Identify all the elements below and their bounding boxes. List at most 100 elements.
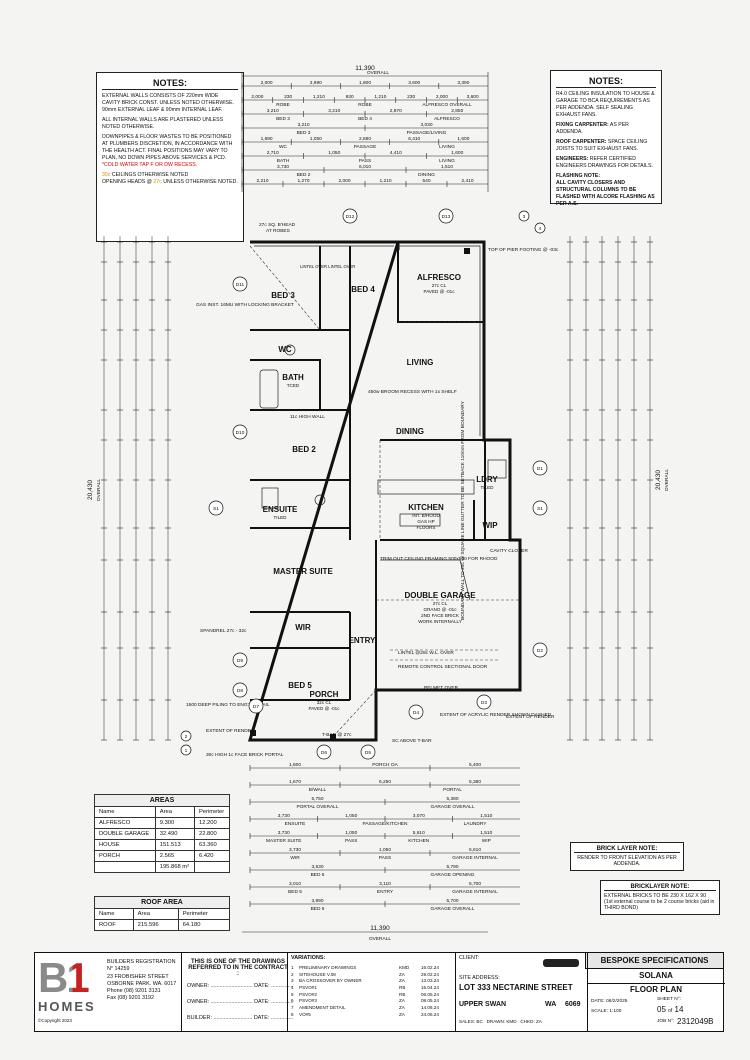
dimension-value: 3,990 — [311, 898, 323, 904]
table-cell: 12.200 — [194, 817, 230, 829]
drawing-date: 06/2/2025 — [606, 999, 628, 1004]
room-porch: PORCH — [310, 690, 339, 699]
room-bath: BATH — [282, 373, 304, 382]
dimension-label: PASS — [379, 855, 391, 861]
variations-title: VARIATIONS: — [291, 955, 326, 961]
note-remote: REMOTE CONTROL SECTIONAL DOOR — [398, 664, 488, 670]
dimension-value: 1,690 — [261, 136, 273, 142]
dimension-label: GARAGE OPENING — [431, 872, 475, 878]
variation-cell: 24.06.24 — [421, 1011, 439, 1017]
dimension-value: 1,670 — [289, 779, 301, 785]
ensuite-toilet — [314, 494, 326, 506]
marker-bubble — [232, 424, 248, 440]
table-cell: 32.490 — [154, 828, 196, 840]
dimension-value: 1,800 — [359, 80, 371, 86]
dimension-value: 2,000 — [251, 94, 263, 100]
dimension-value: 6,010 — [359, 164, 371, 170]
note-gas: GAS INST. 16MU WITH LOCKING BRACKET — [196, 302, 294, 308]
note-spandrel: SPANDREL 27c - 32c — [200, 628, 247, 634]
notes-left-p3-red: *COLD WATER TAP F OR DW RECESS. — [102, 162, 198, 169]
table-row: 195.868 m² — [94, 861, 230, 873]
notes-left-p2: ALL INTERNAL WALLS ARE PLASTERED UNLESS … — [102, 117, 224, 131]
dimension-value: 6,250 — [379, 779, 391, 785]
dimension-value: 3,600 — [467, 94, 479, 100]
dimension-label: PORTAL OVERALL — [296, 804, 338, 810]
marker-bubble — [342, 208, 358, 224]
annotations: 27c SQ. B'HEAD AT ROBES LINTEL OVER LINT… — [186, 222, 559, 758]
dimension-value: 3,990 — [310, 80, 322, 86]
builder-line: OSBORNE PARK. WA. 6017 — [107, 980, 177, 987]
marker-label: 3 — [523, 214, 526, 220]
sheet-of: of — [668, 1008, 673, 1014]
note-pelmet: PELMET OVER — [424, 685, 459, 691]
table-cell — [94, 861, 156, 873]
variation-cell: AMENDMENT DETAIL — [299, 1004, 346, 1010]
dimension-value: 230 — [407, 94, 415, 100]
variation-cell: 29.02.24 — [421, 971, 439, 977]
table-cell: 6.420 — [194, 850, 230, 862]
note-at-robes: AT ROBES — [266, 228, 290, 234]
note-ext-render: EXTENT OF RENDER — [206, 728, 255, 734]
areas-header: Area — [154, 806, 196, 818]
site-address: LOT 333 NECTARINE STREET — [459, 983, 573, 992]
state: WA — [545, 1001, 557, 1008]
garage-door-panels — [390, 649, 500, 661]
notes-right-p1: R4.0 CEILING INSULATION TO HOUSE & GARAG… — [556, 91, 655, 119]
note-broom: 450w BROOM RECESS WITH 1x SHELF — [368, 389, 457, 395]
laundry-floor: TILED — [480, 485, 494, 490]
kitchen-note3: FLOORS — [417, 525, 436, 530]
dimension-value: 230 — [284, 94, 292, 100]
dimension-label: ROBE — [276, 102, 290, 108]
design-name: SOLANA — [639, 971, 673, 980]
marker-label: D1 — [537, 466, 543, 472]
marker-bubble — [232, 652, 248, 668]
dimension-label: ROBE — [358, 102, 372, 108]
dimension-label: PASSAGE/KITCHEN — [363, 821, 408, 827]
kitchen-note1: INT. B/HOOD — [412, 513, 440, 518]
variation-cell: 5 — [291, 991, 294, 997]
dimension-label: BED 2 — [297, 172, 311, 178]
dimension-label: KITCHEN — [408, 838, 430, 844]
dimension-value: 1,600 — [289, 762, 301, 768]
dimension-value: 1,510 — [480, 830, 492, 836]
job-number: 2312049B — [677, 1017, 714, 1026]
builder-label: BUILDER: — [187, 1015, 212, 1021]
dimension-value: 1,050 — [310, 136, 322, 142]
overall-right-dim: 20,430 — [655, 470, 662, 490]
sheet-number: 05 — [657, 1005, 666, 1014]
dimension-value: 3,530 — [311, 864, 323, 870]
marker-bubble — [532, 500, 548, 516]
dimension-label: B/WALL — [309, 787, 327, 793]
dimension-value: 3,730 — [278, 830, 290, 836]
notes-right-p2: AS PER ADDENDA. — [556, 122, 629, 136]
dimension-value: 1,210 — [379, 178, 391, 184]
notes-right-title: NOTES: — [556, 75, 656, 89]
dimension-value: 2,870 — [390, 108, 402, 114]
note-ext-render-2: EXTENT OF RENDER — [506, 714, 555, 720]
walls — [247, 240, 522, 742]
job-label: JOB N°: — [657, 1019, 675, 1024]
dimension-label: BED 5 — [311, 906, 325, 912]
table-cell: ALFRESCO — [94, 817, 156, 829]
notes-left-p1: EXTERNAL WALLS CONSISTS OF 220mm WIDE CA… — [102, 93, 235, 114]
marker-label: D2 — [537, 648, 543, 654]
dimension-value: 1,270 — [297, 178, 309, 184]
dimension-value: 1,510 — [480, 813, 492, 819]
variation-cell: ZA — [399, 1004, 405, 1010]
marker-label: D6 — [321, 750, 327, 756]
brick-layer-note-text: RENDER TO FRONT ELEVATION AS PER ADDENDA… — [577, 855, 677, 867]
copyright: ©Copyright 2023 — [38, 1018, 72, 1023]
dimension-label: ENTRY — [377, 889, 394, 895]
dimension-value: 5,400 — [469, 762, 481, 768]
notes-left: NOTES: EXTERNAL WALLS CONSISTS OF 220mm … — [96, 72, 244, 242]
notes-left-p5-orange: 27c — [153, 179, 162, 186]
